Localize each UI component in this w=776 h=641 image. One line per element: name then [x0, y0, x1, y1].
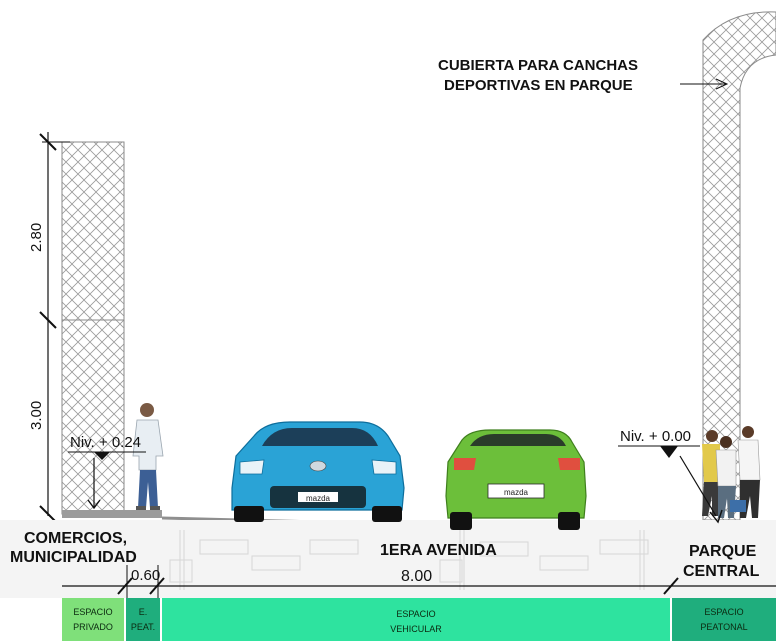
pedestrian-left	[132, 403, 164, 510]
zone-private-line1: ESPACIO	[73, 607, 112, 617]
zone-vehicular-line1: ESPACIO	[396, 609, 435, 619]
width-dimension: 0.60 8.00	[62, 565, 776, 598]
zone-peatonal-line2: PEATONAL	[700, 622, 747, 632]
park-label-line1: PARQUE	[689, 543, 757, 560]
park-label-line2: CENTRAL	[683, 563, 760, 580]
zone-band: ESPACIO PRIVADO E. PEAT. ESPACIO VEHICUL…	[62, 598, 776, 641]
level-right-label: Niv. + 0.00	[620, 428, 691, 445]
zone-private-line2: PRIVADO	[73, 622, 113, 632]
zone-pedestrian-small	[126, 598, 160, 641]
park-roof-arch	[702, 11, 776, 521]
comercios-label-line1: COMERCIOS,	[24, 530, 127, 547]
zone-peat-line1: E.	[139, 607, 148, 617]
rear-car-badge: mazda	[504, 488, 529, 497]
roof-label-line2: DEPORTIVAS EN PARQUE	[444, 77, 633, 94]
roof-label-line1: CUBIERTA PARA CANCHAS	[438, 57, 638, 74]
level-left-label: Niv. + 0.24	[70, 434, 141, 451]
comercios-label-line2: MUNICIPALIDAD	[10, 549, 137, 566]
level-marker-left: Niv. + 0.24	[68, 434, 146, 510]
zone-peat-line2: PEAT.	[131, 622, 155, 632]
paving-ground	[0, 520, 776, 598]
green-car: mazda	[445, 429, 587, 530]
front-car-badge: mazda	[306, 494, 331, 503]
left-building	[61, 141, 125, 515]
road-width-label: 8.00	[401, 568, 432, 585]
zone-private	[62, 598, 124, 641]
lower-height-label: 3.00	[28, 401, 45, 430]
zone-peatonal-line1: ESPACIO	[704, 607, 743, 617]
left-sidewalk	[62, 510, 162, 518]
zone-pedestrian	[672, 598, 776, 641]
zone-vehicular	[162, 598, 670, 641]
pedestrian-group-right	[702, 426, 761, 518]
sidewalk-width-label: 0.60	[131, 567, 160, 584]
roof-annotation: CUBIERTA PARA CANCHAS DEPORTIVAS EN PARQ…	[438, 57, 729, 94]
zone-vehicular-line2: VEHICULAR	[390, 624, 442, 634]
upper-height-label: 2.80	[28, 223, 45, 252]
avenue-label: 1ERA AVENIDA	[380, 542, 497, 559]
height-dimension: 2.80 3.00	[28, 132, 70, 523]
level-marker-right: Niv. + 0.00	[618, 428, 723, 524]
blue-car: mazda	[231, 421, 405, 522]
